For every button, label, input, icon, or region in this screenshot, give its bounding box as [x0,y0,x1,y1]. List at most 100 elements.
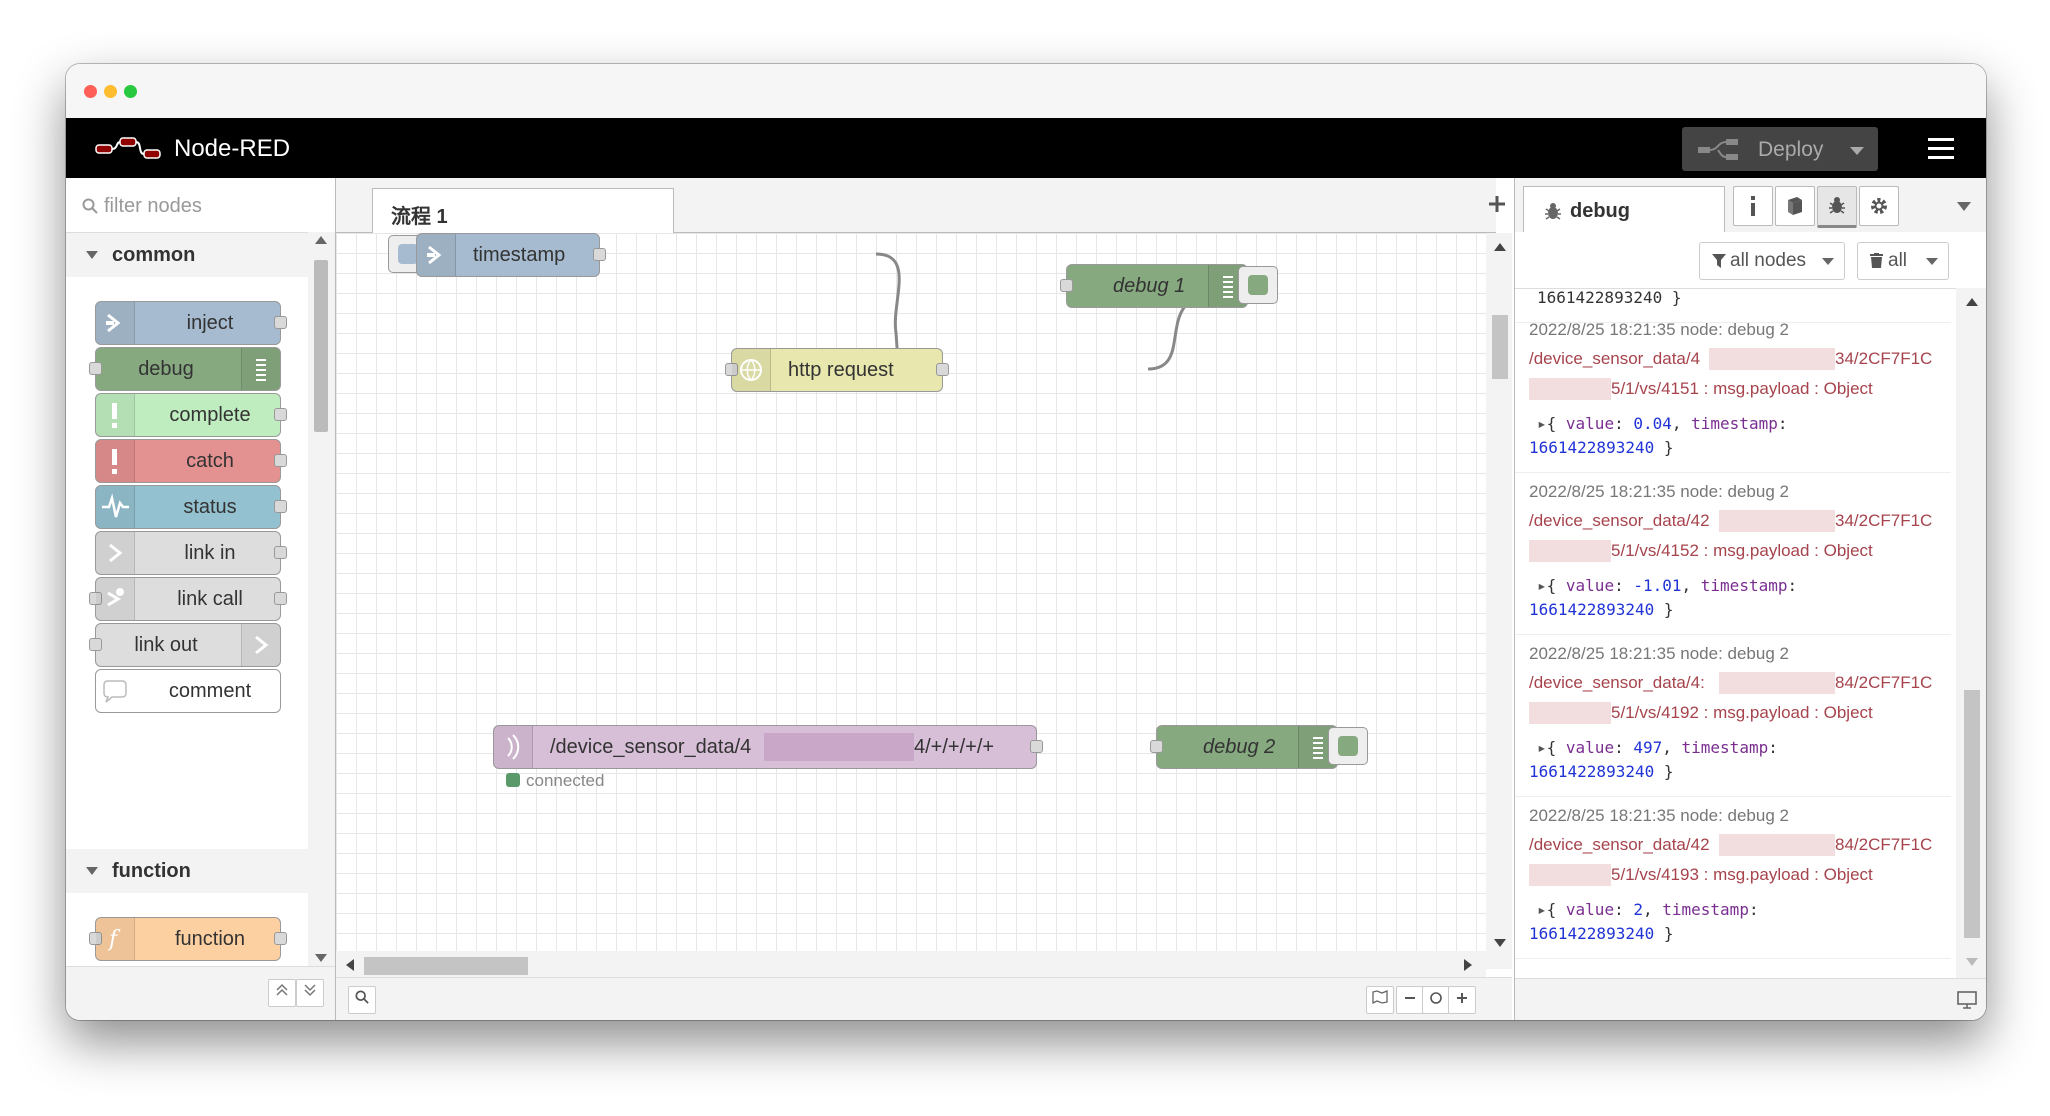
flow-canvas[interactable]: timestamp http request debug 1 /device_s… [336,233,1486,969]
scroll-left-icon[interactable] [346,959,354,971]
message-topic: 5/1/vs/4152 : msg.payload : Object [1611,541,1873,560]
debug-message[interactable]: 2022/8/25 18:21:35 node: debug 2 /device… [1515,310,1951,473]
node-http-request[interactable]: http request [725,348,949,392]
open-window-monitor-icon[interactable] [1957,991,1977,1009]
wifi-signal-icon [494,726,533,768]
scroll-up-icon[interactable] [1494,243,1506,251]
debug-message[interactable]: 2022/8/25 18:21:35 node: debug 2 /device… [1515,796,1951,959]
zoom-out-icon[interactable] [1396,986,1424,1014]
output-port[interactable] [274,592,287,605]
palette-node-link-in[interactable]: link in [95,531,287,575]
input-port[interactable] [89,362,102,375]
node-debug-1[interactable]: debug 1 [1060,264,1248,308]
zoom-in-icon[interactable] [1448,986,1476,1014]
palette-category-common[interactable]: common [66,233,308,277]
input-port[interactable] [725,363,738,376]
scroll-right-icon[interactable] [1464,959,1472,971]
navigator-map-icon[interactable] [1366,986,1394,1014]
node-label: http request [788,359,894,381]
output-port[interactable] [274,500,287,513]
palette-scrollbar[interactable] [308,232,335,966]
palette-node-status[interactable]: status [95,485,287,529]
expand-all-icon[interactable] [296,979,324,1007]
exclamation-icon [96,440,135,482]
filter-label: all nodes [1730,250,1807,271]
input-port[interactable] [1150,740,1163,753]
message-payload-timestamp: 1661422893240 } [1529,438,1674,457]
output-port[interactable] [1030,740,1043,753]
output-port[interactable] [274,408,287,421]
scroll-down-icon[interactable] [1966,958,1978,966]
input-port[interactable] [1060,279,1073,292]
palette-filter-input[interactable]: filter nodes [104,195,202,217]
search-flows-icon[interactable] [348,986,376,1014]
node-debug-2[interactable]: debug 2 [1150,725,1338,769]
maximize-window-button[interactable] [124,85,137,98]
output-port[interactable] [274,316,287,329]
link-call-icon [96,578,135,620]
output-port[interactable] [936,363,949,376]
message-meta: 2022/8/25 18:21:35 node: debug 2 [1529,806,1789,825]
output-port[interactable] [593,248,606,261]
input-port[interactable] [89,638,102,651]
scroll-down-icon[interactable] [315,954,327,962]
workspace-footer [336,977,1512,1020]
debug-2-toggle-button[interactable] [1328,727,1368,765]
canvas-vertical-scrollbar[interactable] [1486,233,1512,969]
deploy-menu-chevron-icon[interactable] [1850,147,1864,155]
help-book-icon[interactable] [1775,186,1815,226]
node-label-topic-suffix: 4/+/+/+/+ [914,736,995,758]
debug-tab-bug-icon[interactable] [1817,186,1857,228]
deploy-button[interactable]: Deploy [1682,127,1878,171]
config-gear-icon[interactable] [1859,186,1899,226]
palette-node-function[interactable]: f function [89,917,287,961]
palette-node-link-call[interactable]: link call [89,577,287,621]
canvas-vscroll-thumb[interactable] [1492,315,1508,379]
info-tab-icon[interactable] [1733,186,1773,226]
debug-message[interactable]: 2022/8/25 18:21:35 node: debug 2 /device… [1515,472,1951,635]
minimize-window-button[interactable] [104,85,117,98]
debug-toolbar: all nodes all [1515,232,1986,289]
close-window-button[interactable] [84,85,97,98]
debug-scrollbar[interactable] [1956,288,1986,978]
main-menu-icon[interactable] [1928,138,1954,160]
app-brand: Node-RED [174,135,291,162]
output-port[interactable] [274,932,287,945]
palette-node-catch[interactable]: catch [95,439,287,483]
debug-message[interactable]: 2022/8/25 18:21:35 node: debug 2 /device… [1515,634,1951,797]
input-port[interactable] [89,592,102,605]
sidebar-menu-chevron-icon[interactable] [1957,202,1971,211]
canvas-horizontal-scrollbar[interactable] [336,951,1486,977]
palette-node-debug[interactable]: debug [89,347,281,391]
filter-icon [1712,254,1726,268]
tab-debug[interactable]: debug [1523,186,1725,234]
palette-node-comment[interactable]: comment [95,669,281,713]
scroll-up-icon[interactable] [1966,298,1978,306]
debug-1-toggle-button[interactable] [1238,266,1278,304]
message-payload[interactable]: ▸{ value: 0.04, timestamp: [1537,414,1788,433]
message-payload[interactable]: ▸{ value: 2, timestamp: [1537,900,1759,919]
clear-messages-dropdown[interactable]: all [1857,242,1949,280]
palette-filter[interactable]: filter nodes [66,178,335,233]
tab-flow-1[interactable]: 流程 1 [372,188,674,234]
message-payload[interactable]: ▸{ value: -1.01, timestamp: [1537,576,1798,595]
output-port[interactable] [274,546,287,559]
message-payload[interactable]: ▸{ value: 497, timestamp: [1537,738,1778,757]
canvas-hscroll-thumb[interactable] [364,957,528,975]
zoom-reset-icon[interactable] [1422,986,1450,1014]
node-mqtt-in[interactable]: /device_sensor_data/4 4/+/+/+/+ [493,725,1043,769]
palette-node-inject[interactable]: inject [95,301,287,345]
debug-filter-dropdown[interactable]: all nodes [1699,242,1845,280]
input-port[interactable] [89,932,102,945]
palette-scroll-thumb[interactable] [314,260,328,432]
add-flow-icon[interactable] [1488,195,1506,213]
collapse-all-icon[interactable] [268,979,296,1007]
output-port[interactable] [274,454,287,467]
palette-category-function[interactable]: function [66,849,308,893]
debug-scroll-thumb[interactable] [1964,690,1980,938]
scroll-down-icon[interactable] [1494,939,1506,947]
palette-node-link-out[interactable]: link out [89,623,281,667]
node-timestamp[interactable]: timestamp [416,233,606,277]
scroll-up-icon[interactable] [315,236,327,244]
palette-node-complete[interactable]: complete [95,393,287,437]
